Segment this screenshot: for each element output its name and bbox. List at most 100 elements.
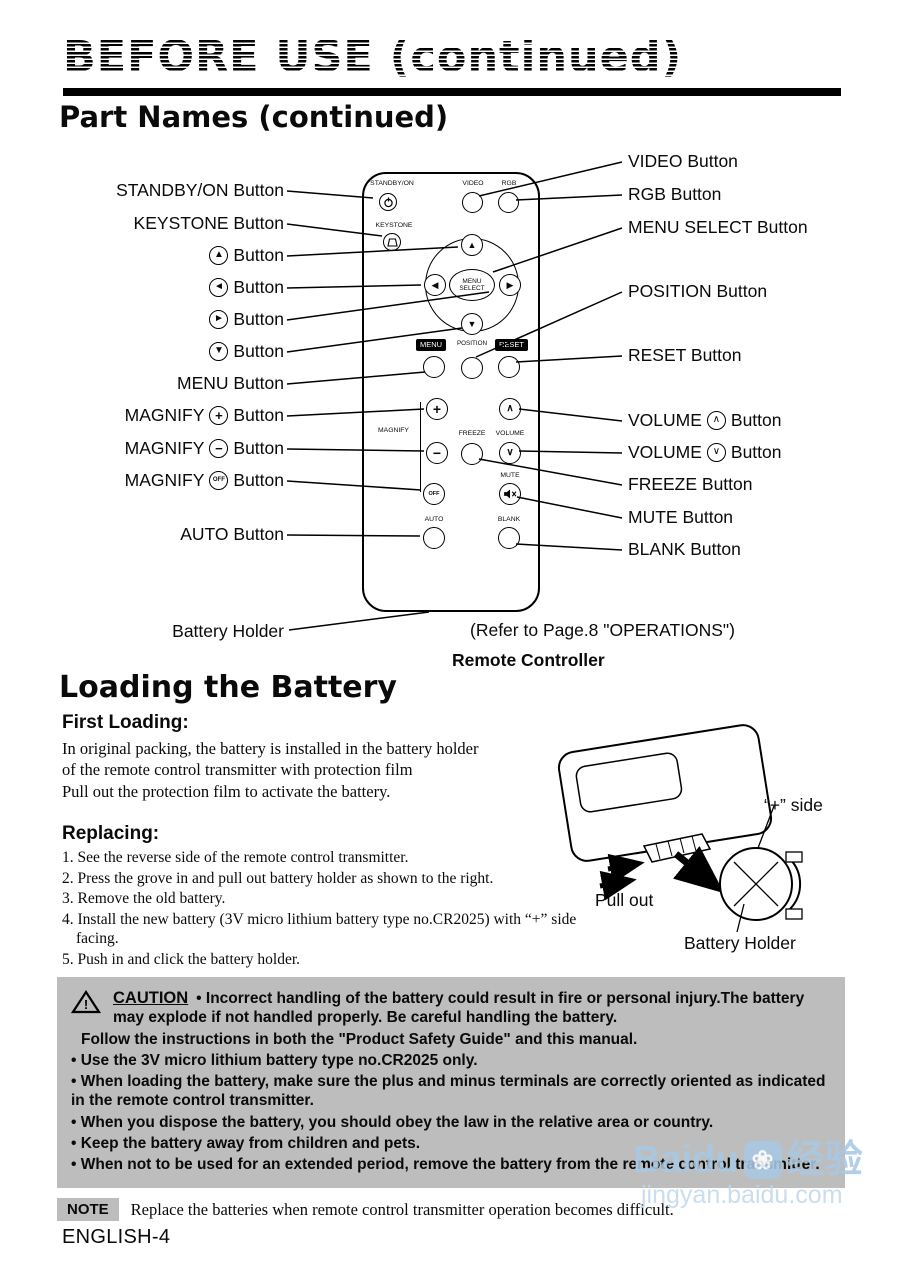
caution-title: CAUTION [113,989,189,1007]
volume-down-button: ∨ [499,442,521,464]
page-title: BEFORE USE (continued) [63,32,683,82]
standby-on-button [379,193,397,211]
label-standby-on-button: STANDBY/ON Button [116,179,284,200]
caution-box: ! CAUTION• Incorrect handling of the bat… [57,977,845,1188]
remote-standby-label: STANDBY/ON [370,180,414,187]
circled-down-arrow-icon: ▼ [209,341,229,361]
caution-intro-text: • Incorrect handling of the battery coul… [113,990,805,1027]
remote-magnify-label: MAGNIFY [378,427,409,434]
section-heading-loading-battery: Loading the Battery [59,670,397,705]
label-magnify-plus-button: MAGNIFY+Button [124,404,284,425]
note-row: NOTE Replace the batteries when remote c… [57,1198,674,1221]
reset-button [498,356,520,378]
caution-line: • When not to be used for an extended pe… [71,1155,820,1173]
up-button: ▲ [461,234,483,256]
magnify-off-button: OFF [423,483,445,505]
circled-up-arrow-icon: ▲ [209,245,229,265]
chevron-up-icon: ∧ [506,403,514,414]
circled-chevron-down-icon: ∨ [706,442,726,462]
circled-chevron-up-icon: ∧ [706,410,726,430]
label-up-button: ▲Button [60,244,284,266]
caution-line: • When you dispose the battery, you shou… [71,1113,714,1131]
label-keystone-button: KEYSTONE Button [133,212,284,233]
left-button: ◀ [424,274,446,296]
remote-keystone-label: KEYSTONE [375,222,413,229]
remote-blank-label: BLANK [497,516,521,523]
menu-select-button: MENU SELECT [449,269,495,301]
baidu-watermark: Baidu ❀ 经验 jingyan.baidu.com [633,1141,863,1208]
page-number: ENGLISH-4 [62,1226,171,1248]
label-menu-select-button: MENU SELECT Button [628,216,808,237]
label-magnify-minus-button: MAGNIFY−Button [124,437,284,458]
remote-volume-label: VOLUME [495,430,525,437]
keystone-icon [386,237,398,247]
replacing-step: 4. Install the new battery (3V micro lit… [62,910,577,948]
remote-position-label: POSITION [456,340,488,347]
down-button: ▼ [461,313,483,335]
watermark-url: jingyan.baidu.com [641,1181,843,1209]
first-loading-heading: First Loading: [62,712,189,733]
watermark-brand-cn: 经验 [786,1139,863,1181]
label-auto-button: AUTO Button [180,523,284,544]
replacing-step: 3. Remove the old battery. [62,890,226,908]
keystone-button [383,233,401,251]
refer-note: (Refer to Page.8 "OPERATIONS") [470,620,735,640]
plus-side-label: “+” side [764,795,823,815]
magnify-plus-button: + [426,398,448,420]
watermark-brand-row: Baidu ❀ 经验 [633,1141,863,1179]
magnify-minus-button: − [426,442,448,464]
remote-rgb-label: RGB [501,180,517,187]
menu-button [423,356,445,378]
label-volume-down-button: VOLUME∨Button [628,441,782,462]
battery-holder-illustration [557,724,803,933]
first-loading-body: In original packing, the battery is inst… [62,739,479,801]
blank-button [498,527,520,549]
remote-mute-label: MUTE [500,472,520,479]
label-menu-button: MENU Button [177,372,284,393]
auto-button [423,527,445,549]
remote-auto-label: AUTO [424,516,444,523]
left-arrow-icon: ◀ [431,279,439,290]
label-rgb-button: RGB Button [628,183,722,204]
power-icon [383,197,393,207]
remote-controller-illustration: STANDBY/ON VIDEO RGB KEYSTONE ▲ ◀ ▶ ▼ ME… [362,172,540,612]
label-video-button: VIDEO Button [628,150,738,171]
caution-line: • When loading the battery, make sure th… [71,1073,826,1110]
section-heading-part-names: Part Names (continued) [59,100,449,134]
remote-caption: Remote Controller [452,650,605,670]
rgb-button [498,192,519,213]
right-button: ▶ [499,274,521,296]
chevron-down-icon: ∨ [506,447,514,458]
down-arrow-icon: ▼ [467,318,477,329]
remote-menu-tag: MENU [416,339,447,351]
label-blank-button: BLANK Button [628,538,741,559]
circled-minus-icon: − [209,438,229,458]
freeze-button [461,443,483,465]
circled-off-icon: OFF [209,470,229,490]
position-button [461,357,483,379]
svg-text:!: ! [84,997,88,1012]
caution-line: • Keep the battery away from children an… [71,1134,421,1152]
off-label: OFF [428,491,440,497]
title-underline-bar [63,88,841,96]
magnify-bracket-line [420,402,421,492]
circled-plus-icon: + [209,405,229,425]
label-position-button: POSITION Button [628,280,768,301]
remote-reset-tag: RESET [495,339,529,351]
replacing-steps: 1. See the reverse side of the remote co… [62,848,577,970]
baidu-flower-icon: ❀ [743,1141,782,1179]
replacing-heading: Replacing: [62,823,160,844]
caution-line: Follow the instructions in both the "Pro… [81,1030,638,1048]
remote-video-label: VIDEO [462,180,484,187]
label-down-button: ▼Button [60,340,284,362]
pull-out-label: Pull out [595,890,654,910]
circled-left-arrow-icon: ◄ [209,277,229,297]
circled-right-arrow-icon: ► [209,309,229,329]
replacing-step: 5. Push in and click the battery holder. [62,950,301,968]
replacing-step: 1. See the reverse side of the remote co… [62,849,409,866]
replacing-step: 2. Press the grove in and pull out batte… [62,869,494,887]
minus-icon: − [432,445,442,461]
warning-triangle-icon: ! [70,988,105,1028]
caution-header: ! CAUTION• Incorrect handling of the bat… [70,988,831,1028]
